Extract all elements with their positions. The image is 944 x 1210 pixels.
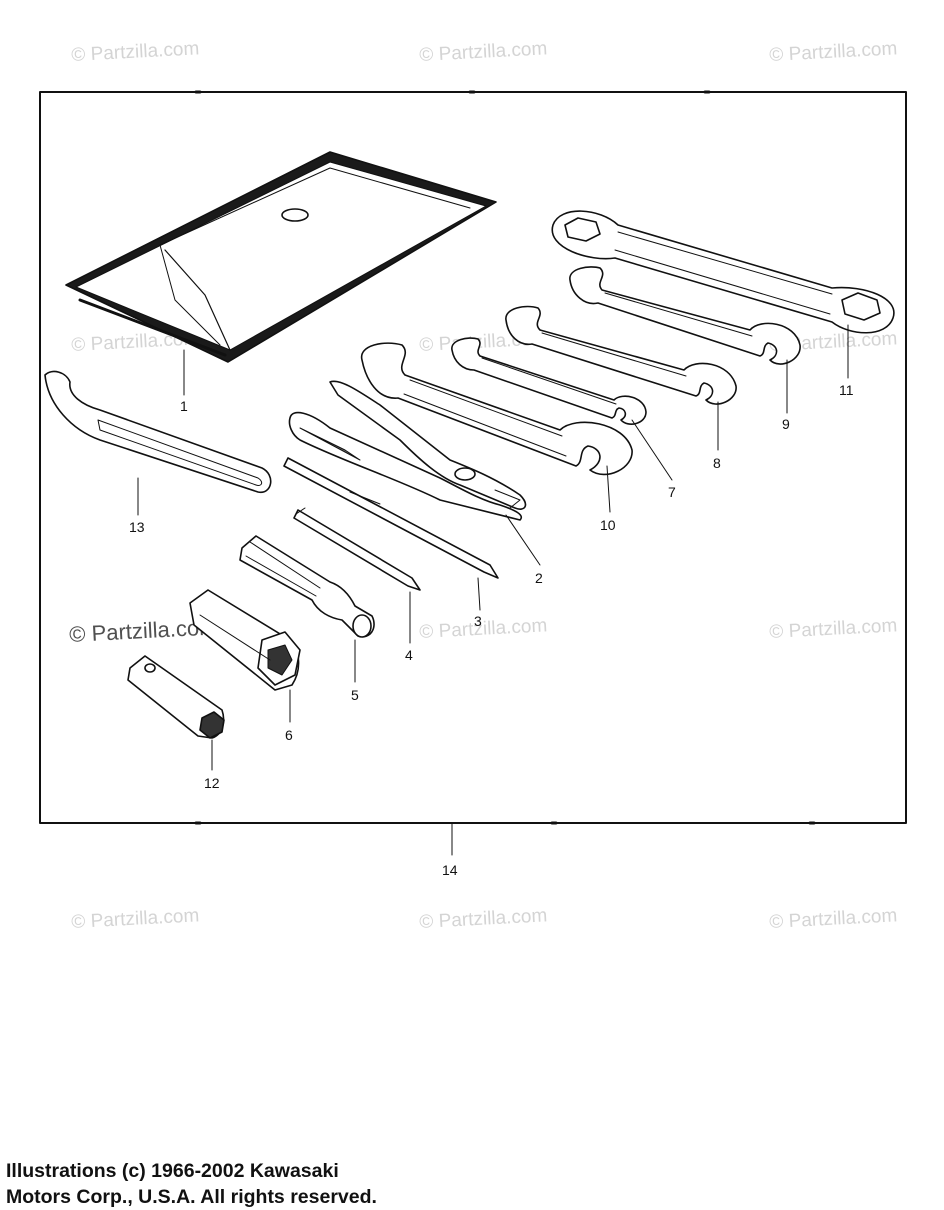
callout-1: 1	[180, 398, 188, 414]
box-wrench	[551, 210, 895, 334]
open-end-wrench	[361, 342, 633, 476]
callout-12: 12	[204, 775, 220, 791]
plug-wrench	[189, 589, 301, 691]
small-socket	[127, 655, 225, 739]
callout-4: 4	[405, 647, 413, 663]
callout-2: 2	[535, 570, 543, 586]
callout-10: 10	[600, 517, 616, 533]
callout-11: 11	[839, 382, 854, 398]
hook-spanner	[44, 370, 272, 493]
callout-6: 6	[285, 727, 293, 743]
open-end-wrench	[505, 305, 737, 405]
tool-bag	[65, 151, 497, 363]
copyright-line-2: Motors Corp., U.S.A. All rights reserved…	[6, 1186, 377, 1208]
callout-5: 5	[351, 687, 359, 703]
copyright-footer: Illustrations (c) 1966-2002 Kawasaki Mot…	[6, 1158, 377, 1210]
screwdriver-blade	[283, 457, 499, 579]
callout-14: 14	[442, 862, 458, 878]
callout-9: 9	[782, 416, 790, 432]
open-end-wrench	[451, 337, 647, 425]
frame-marks	[194, 90, 816, 825]
callout-7: 7	[668, 484, 676, 500]
copyright-line-1: Illustrations (c) 1966-2002 Kawasaki	[6, 1160, 339, 1182]
screwdriver-handle	[239, 535, 375, 638]
leader-lines	[137, 324, 849, 856]
callout-3: 3	[474, 613, 482, 629]
open-end-wrench	[569, 266, 801, 365]
callout-8: 8	[713, 455, 721, 471]
screwdriver-shaft	[293, 507, 421, 591]
pliers	[288, 380, 527, 521]
callout-13: 13	[129, 519, 145, 535]
